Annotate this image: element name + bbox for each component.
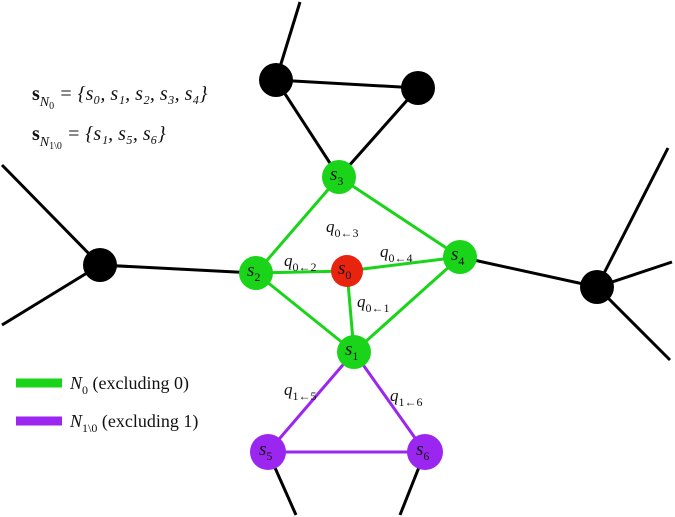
formula-n0-lhs: s — [32, 83, 40, 105]
black-node-top-right — [401, 71, 435, 105]
edge-labels: q0←3 q0←2 q0←4 q0←1 q1←5 q1←6 — [284, 217, 423, 409]
node-s1 — [337, 335, 371, 369]
svg-text:sN1\0= {s₁, s₅, s₆}: sN1\0 = {s₁, s₅, s₆} — [32, 123, 166, 152]
formula-n1: sN1\0 = {s₁, s₅, s₆} — [32, 123, 166, 152]
formula-n0-subsub: 0 — [49, 101, 54, 112]
node-label-s6: s6 — [416, 439, 429, 463]
node-s2 — [239, 256, 273, 290]
node-label-s4: s4 — [451, 244, 464, 268]
n1-edges — [266, 351, 427, 454]
edge-b3-out2 — [1, 263, 101, 327]
black-node-top-left — [259, 63, 293, 97]
labeled-nodes: s0 s1 s2 s3 s4 s5 s6 — [239, 160, 477, 470]
edge-label-0-from-2: q0←2 — [284, 251, 317, 274]
formula-n0: sN0 = {s₀, s₁, s₂, s₃, s₄} — [32, 83, 207, 112]
node-s0 — [331, 255, 363, 287]
edge-label-0-from-4: q0←4 — [380, 242, 413, 265]
formula-n0-sub: N — [39, 95, 50, 110]
node-label-s1: s1 — [345, 339, 358, 363]
edge-b4-out3 — [595, 285, 672, 362]
outer-nodes — [83, 63, 614, 304]
svg-text:sN0= {s₀, s₁, s₂, s₃, s₄}: sN0 = {s₀, s₁, s₂, s₃, s₄} — [32, 83, 207, 112]
node-s6 — [407, 434, 443, 470]
edge-label-1-from-5: q1←5 — [284, 380, 317, 403]
node-s5 — [250, 434, 286, 470]
edge-b3-out1 — [0, 163, 102, 267]
edge-s2-s1 — [255, 271, 355, 354]
formula-n1-rhs: = {s₁, s₅, s₆} — [67, 123, 166, 145]
edge-s1-s6 — [352, 351, 427, 453]
black-node-left — [83, 248, 117, 282]
node-label-s5: s5 — [259, 439, 272, 463]
node-s3 — [322, 160, 356, 194]
node-label-s3: s3 — [330, 164, 343, 188]
edge-s2-b3 — [99, 263, 257, 275]
formula-n1-lhs: s — [32, 123, 40, 145]
edge-s1-s5 — [266, 351, 356, 453]
node-label-s0: s0 — [338, 258, 351, 282]
formula-n1-subsub: 1\0 — [49, 141, 62, 152]
edge-b1-b2 — [275, 78, 419, 90]
edge-b4-out1 — [595, 147, 670, 288]
edge-label-0-from-3: q0←3 — [326, 217, 359, 240]
edge-s3-b2 — [337, 87, 420, 178]
node-label-s2: s2 — [247, 260, 260, 284]
edge-label-0-from-1: q0←1 — [357, 292, 390, 315]
node-s4 — [443, 240, 477, 274]
formula-n1-sub: N — [39, 135, 50, 150]
edge-s3-b1 — [274, 79, 341, 178]
black-node-right — [580, 270, 614, 304]
formula-n0-rhs: = {s₀, s₁, s₂, s₃, s₄} — [59, 83, 207, 105]
legend-label-n0: N0 (excluding 0) — [69, 373, 189, 397]
edge-s3-s2 — [254, 176, 341, 274]
edge-s4-s1 — [352, 255, 462, 354]
edge-s4-b4 — [459, 255, 598, 289]
edge-s3-s4 — [338, 175, 461, 259]
legend-label-n1: N1\0 (excluding 1) — [69, 411, 198, 435]
edge-label-1-from-6: q1←6 — [390, 386, 423, 409]
legend: N0 (excluding 0) N1\0 (excluding 1) — [16, 373, 198, 435]
edge-s0-s4 — [346, 255, 461, 273]
